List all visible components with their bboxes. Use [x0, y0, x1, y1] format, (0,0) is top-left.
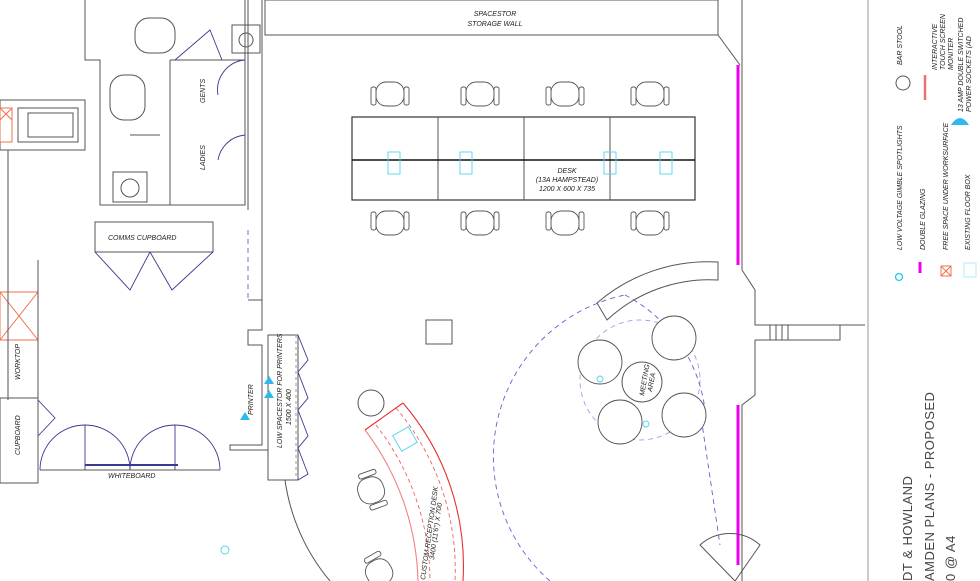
- desk-label-1: DESK: [557, 168, 576, 175]
- free-space-icon: [940, 265, 952, 277]
- whiteboard-doors: [39, 424, 221, 471]
- meeting-area: [220, 261, 761, 581]
- legend-item-floor-box: EXISTING FLOOR BOX: [965, 174, 972, 250]
- east-wall: [717, 0, 865, 581]
- gents-label: GENTS: [200, 79, 207, 103]
- power-socket-icon: [264, 376, 274, 384]
- title-line-2: AMDEN PLANS - PROPOSED: [922, 392, 937, 581]
- power-socket-icon: [951, 118, 969, 125]
- low-spacestor-label-1: LOW SPACESTOR FOR PRINTERS: [277, 333, 284, 448]
- desk-cluster: [351, 116, 696, 201]
- desk-label-3: 1200 X 600 X 735: [539, 186, 595, 193]
- storage-wall-label-2: STORAGE WALL: [468, 21, 523, 28]
- legend-item-touch-screen: INTERACTIVE TOUCH SCREEN MONITER: [932, 14, 955, 70]
- ladies-label: LADIES: [200, 145, 207, 170]
- comms-cupboard: [94, 221, 214, 291]
- low-spacestor-label-2: 1500 X 400: [286, 389, 293, 425]
- legend-item-free-space: FREE SPACE UNDER WORKSURFACE: [943, 122, 950, 250]
- storage-wall-label-1: SPACESTOR: [474, 11, 517, 18]
- bar-stool-icon: [895, 75, 911, 91]
- title-line-1: DT & HOWLAND: [900, 476, 915, 581]
- printer-label: PRINTER: [248, 384, 255, 415]
- floor-box-icon: [963, 262, 977, 278]
- legend-item-bar-stool: BAR STOOL: [897, 25, 904, 65]
- storage-wall: [264, 0, 719, 36]
- legend-item-power-sockets: 13 AMP DOUBLE SWITCHED POWER SOCKETS (AD: [958, 17, 973, 112]
- column: [425, 319, 453, 345]
- reception-desk: [357, 389, 464, 581]
- kitchen-area: [0, 99, 86, 484]
- legend-item-glazing: DOUBLE GLAZING: [920, 188, 927, 250]
- legend: LOW VOLTAGE GIMBLE SPOTLIGHTS DOUBLE GLA…: [894, 25, 977, 282]
- title-block: DT & HOWLAND AMDEN PLANS - PROPOSED 0 @ …: [900, 392, 958, 581]
- whiteboard-label: WHITEBOARD: [108, 473, 155, 480]
- power-socket-icon: [264, 390, 274, 398]
- desk-label-2: (13A HAMPSTEAD): [536, 177, 598, 184]
- worktop-label: WORKTOP: [15, 344, 22, 380]
- power-socket-icon: [240, 412, 250, 420]
- desk-chairs: [370, 81, 670, 236]
- spotlight-icon: [894, 272, 904, 282]
- bar-stool: [357, 389, 385, 417]
- printer-area: [229, 299, 331, 581]
- legend-item-spotlights: LOW VOLTAGE GIMBLE SPOTLIGHTS: [897, 125, 904, 250]
- meeting-label-2: AREA: [647, 372, 657, 393]
- toilets-block: [84, 0, 263, 330]
- title-line-3: 0 @ A4: [943, 535, 958, 581]
- comms-label: COMMS CUPBOARD: [108, 235, 176, 242]
- cupboard-label: CUPBOARD: [15, 415, 22, 455]
